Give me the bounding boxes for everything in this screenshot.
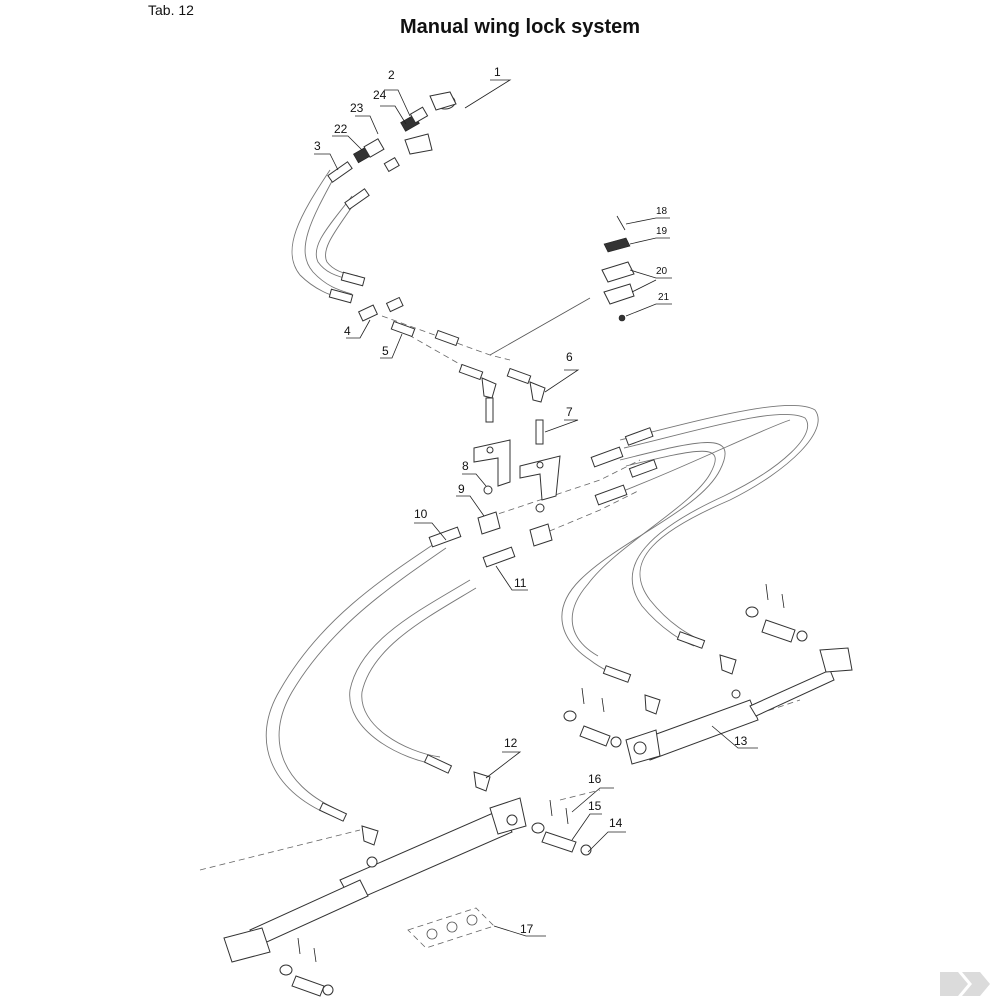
tab-label: Tab. 12 bbox=[148, 2, 194, 18]
callout-5: 5 bbox=[382, 344, 389, 358]
callout-3: 3 bbox=[314, 139, 321, 153]
callout-16: 16 bbox=[588, 772, 602, 786]
callout-12: 12 bbox=[504, 736, 518, 750]
hose-lines bbox=[265, 169, 819, 816]
callout-6: 6 bbox=[566, 350, 573, 364]
hose-fittings bbox=[318, 161, 737, 846]
callout-20: 20 bbox=[656, 266, 668, 277]
callout-14: 14 bbox=[609, 816, 623, 830]
cylinder-right bbox=[563, 583, 853, 765]
callout-1: 1 bbox=[494, 65, 501, 79]
callout-9: 9 bbox=[458, 482, 465, 496]
coupler-group bbox=[353, 91, 457, 173]
callout-17: 17 bbox=[520, 922, 534, 936]
callout-leaders bbox=[314, 79, 758, 937]
callout-22: 22 bbox=[334, 122, 348, 136]
bracket-pair bbox=[473, 439, 561, 513]
callout-24: 24 bbox=[373, 88, 387, 102]
watermark-logo bbox=[940, 972, 990, 996]
clamp-parts bbox=[601, 215, 635, 322]
tee-fittings bbox=[477, 511, 553, 547]
cylinder-left bbox=[223, 797, 592, 997]
callout-7: 7 bbox=[566, 405, 573, 419]
callout-15: 15 bbox=[588, 799, 602, 813]
callout-8: 8 bbox=[462, 459, 469, 473]
callout-10: 10 bbox=[414, 507, 428, 521]
page-title: Manual wing lock system bbox=[399, 16, 641, 38]
assembly-lines bbox=[199, 297, 801, 871]
callout-23: 23 bbox=[350, 101, 364, 115]
callout-21: 21 bbox=[658, 292, 670, 303]
callout-numbers: 1 2 3 4 5 6 7 8 9 10 11 12 13 14 15 16 1… bbox=[314, 65, 748, 936]
decal-plate bbox=[407, 907, 495, 949]
callout-18: 18 bbox=[656, 206, 668, 217]
callout-4: 4 bbox=[344, 324, 351, 338]
callout-11: 11 bbox=[514, 576, 527, 590]
callout-19: 19 bbox=[656, 226, 668, 237]
callout-13: 13 bbox=[734, 734, 748, 748]
callout-2: 2 bbox=[388, 68, 395, 82]
